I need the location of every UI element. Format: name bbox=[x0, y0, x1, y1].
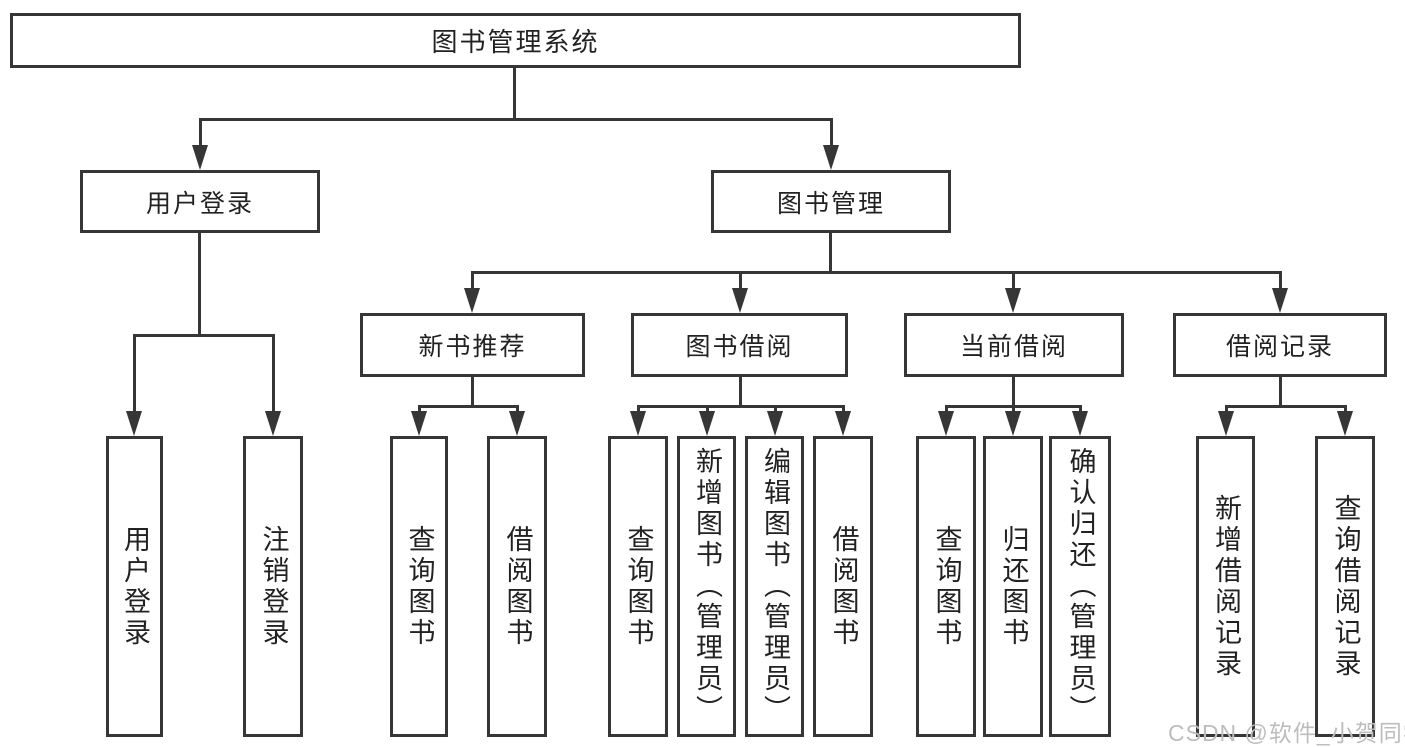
node-leaf-query-books-current: 查询图书 bbox=[916, 436, 976, 737]
node-leaf-edit-books-admin: 编辑图书（管理员） bbox=[745, 436, 804, 737]
node-book-management-label: 图书管理 bbox=[776, 189, 885, 218]
node-root-system: 图书管理系统 bbox=[10, 13, 1021, 68]
node-leaf-borrow-books-recommend-label: 借阅图书 bbox=[502, 524, 533, 649]
arrow-down-icon bbox=[823, 145, 839, 170]
connector-stem bbox=[637, 405, 640, 413]
connector-stem-leaf-logout bbox=[272, 334, 275, 412]
connector-borrow-records-hline bbox=[1225, 405, 1347, 408]
node-leaf-confirm-return-admin: 确认归还（管理员） bbox=[1049, 436, 1111, 737]
connector-stem-current-borrow bbox=[1012, 271, 1015, 291]
node-leaf-user-login-label: 用户登录 bbox=[120, 524, 150, 649]
arrow-down-icon bbox=[699, 411, 715, 436]
arrow-down-icon bbox=[938, 411, 954, 436]
connector-stem-new-book bbox=[471, 271, 474, 291]
arrow-down-icon bbox=[1337, 411, 1353, 436]
node-book-management: 图书管理 bbox=[711, 170, 951, 233]
connector-user-login-vline bbox=[198, 233, 201, 336]
node-leaf-query-borrow-record-label: 查询借阅记录 bbox=[1330, 493, 1361, 680]
node-leaf-user-login: 用户登录 bbox=[106, 436, 163, 737]
node-leaf-logout-login: 注销登录 bbox=[243, 436, 303, 737]
node-leaf-query-books-current-label: 查询图书 bbox=[931, 524, 962, 649]
connector-stem bbox=[945, 405, 948, 413]
connector-root-stem-book-management bbox=[830, 118, 833, 148]
arrow-down-icon bbox=[126, 411, 142, 436]
connector-stem-book-borrow bbox=[739, 271, 742, 291]
connector-stem bbox=[774, 405, 777, 413]
node-leaf-add-books-admin: 新增图书（管理员） bbox=[677, 436, 736, 737]
node-leaf-query-books-borrow-label: 查询图书 bbox=[623, 524, 654, 649]
arrow-down-icon bbox=[1272, 288, 1288, 313]
connector-new-book-hline bbox=[418, 405, 519, 408]
node-leaf-borrow-books: 借阅图书 bbox=[813, 436, 873, 737]
node-leaf-query-borrow-record: 查询借阅记录 bbox=[1315, 436, 1375, 737]
connector-stem bbox=[1012, 405, 1015, 413]
connector-stem-borrow-records bbox=[1279, 271, 1282, 291]
connector-stem bbox=[706, 405, 709, 413]
connector-book-borrow-vline bbox=[739, 377, 742, 407]
arrow-down-icon bbox=[411, 411, 427, 436]
node-leaf-query-books-recommend-label: 查询图书 bbox=[404, 524, 435, 649]
node-leaf-edit-books-admin-label: 编辑图书（管理员） bbox=[760, 447, 790, 726]
connector-book-borrow-hline bbox=[637, 405, 845, 408]
connector-book-management-hline bbox=[471, 271, 1282, 274]
node-current-borrow-label: 当前借阅 bbox=[959, 333, 1068, 361]
node-leaf-query-books-recommend: 查询图书 bbox=[390, 436, 448, 737]
connector-book-management-vline bbox=[829, 233, 832, 273]
node-new-book-recommend-label: 新书推荐 bbox=[418, 333, 527, 361]
connector-root-hline bbox=[199, 118, 832, 121]
node-leaf-query-books-borrow: 查询图书 bbox=[608, 436, 668, 737]
node-leaf-return-books-label: 归还图书 bbox=[998, 524, 1029, 649]
node-user-login-label: 用户登录 bbox=[145, 189, 254, 218]
connector-stem bbox=[842, 405, 845, 413]
csdn-watermark: CSDN @软件_小贺同学 bbox=[1168, 720, 1405, 746]
connector-root-stem-user-login bbox=[199, 118, 202, 148]
node-leaf-borrow-books-recommend: 借阅图书 bbox=[487, 436, 547, 737]
connector-stem bbox=[516, 405, 519, 413]
node-leaf-add-books-admin-label: 新增图书（管理员） bbox=[692, 447, 722, 726]
arrow-down-icon bbox=[192, 145, 208, 170]
connector-stem bbox=[1079, 405, 1082, 413]
connector-root-vline bbox=[513, 68, 516, 119]
node-borrow-records-label: 借阅记录 bbox=[1225, 333, 1334, 361]
node-leaf-add-borrow-record-label: 新增借阅记录 bbox=[1211, 493, 1241, 680]
node-root-system-label: 图书管理系统 bbox=[431, 27, 600, 57]
arrow-down-icon bbox=[732, 288, 748, 313]
connector-current-borrow-vline bbox=[1012, 377, 1015, 407]
connector-borrow-records-vline bbox=[1279, 377, 1282, 407]
connector-stem-leaf-user-login bbox=[133, 334, 136, 412]
node-new-book-recommend: 新书推荐 bbox=[360, 313, 585, 377]
node-leaf-borrow-books-label: 借阅图书 bbox=[828, 524, 859, 649]
node-borrow-records: 借阅记录 bbox=[1173, 313, 1387, 377]
connector-stem bbox=[1225, 405, 1228, 413]
node-leaf-confirm-return-admin-label: 确认归还（管理员） bbox=[1065, 447, 1096, 726]
arrow-down-icon bbox=[509, 411, 525, 436]
node-leaf-add-borrow-record: 新增借阅记录 bbox=[1196, 436, 1255, 737]
arrow-down-icon bbox=[1005, 411, 1021, 436]
arrow-down-icon bbox=[1072, 411, 1088, 436]
node-current-borrow: 当前借阅 bbox=[904, 313, 1124, 377]
arrow-down-icon bbox=[1005, 288, 1021, 313]
connector-stem bbox=[418, 405, 421, 413]
arrow-down-icon bbox=[835, 411, 851, 436]
node-leaf-logout-login-label: 注销登录 bbox=[258, 524, 289, 649]
arrow-down-icon bbox=[630, 411, 646, 436]
connector-new-book-vline bbox=[471, 377, 474, 407]
connector-stem bbox=[1344, 405, 1347, 413]
node-leaf-return-books: 归还图书 bbox=[983, 436, 1043, 737]
node-user-login: 用户登录 bbox=[80, 170, 320, 233]
arrow-down-icon bbox=[767, 411, 783, 436]
arrow-down-icon bbox=[265, 411, 281, 436]
node-book-borrow: 图书借阅 bbox=[631, 313, 848, 377]
node-book-borrow-label: 图书借阅 bbox=[685, 333, 794, 361]
connector-user-login-hline bbox=[133, 334, 274, 337]
arrow-down-icon bbox=[464, 288, 480, 313]
arrow-down-icon bbox=[1218, 411, 1234, 436]
